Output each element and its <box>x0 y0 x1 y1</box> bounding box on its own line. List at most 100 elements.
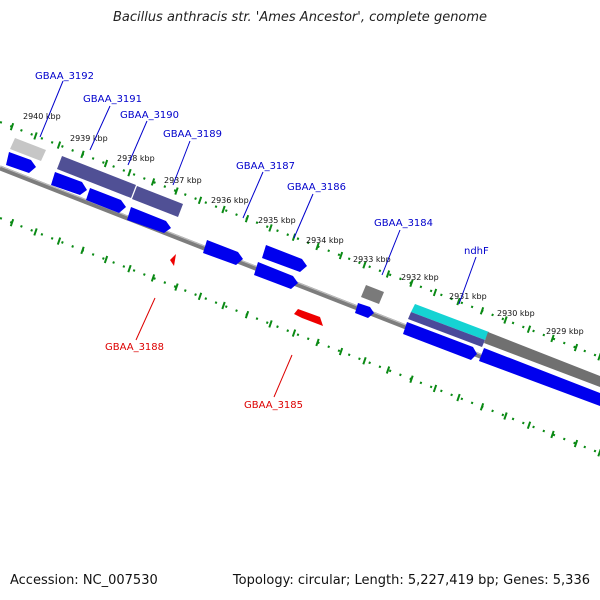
major-tick <box>503 412 508 420</box>
kbp-label: 2931 kbp <box>449 292 487 301</box>
major-tick <box>221 301 226 310</box>
major-tick <box>197 196 203 205</box>
major-tick <box>268 320 273 328</box>
major-tick <box>221 205 226 214</box>
major-tick <box>80 246 85 255</box>
kbp-label: 2939 kbp <box>70 134 108 143</box>
kbp-label: 2937 kbp <box>164 176 202 185</box>
major-tick <box>550 430 555 439</box>
major-tick <box>315 242 320 251</box>
kbp-label: 2932 kbp <box>401 273 439 282</box>
major-tick <box>456 297 461 306</box>
major-tick <box>56 237 62 245</box>
cds-gbaa-3184 <box>355 303 374 318</box>
cds-gbaa-3190 <box>86 188 126 213</box>
band-gbaa-3191 <box>57 156 136 198</box>
kbp-label: 2929 kbp <box>546 327 584 336</box>
major-tick <box>103 255 109 264</box>
cds-gbaa-3187 <box>203 240 243 265</box>
gene-label: GBAA_3189 <box>163 129 222 140</box>
cds-gbaa-3185 <box>294 309 323 326</box>
major-tick <box>503 316 508 324</box>
major-tick <box>33 228 38 236</box>
kbp-label: 2930 kbp <box>497 309 535 318</box>
major-tick <box>362 260 367 269</box>
major-tick <box>244 214 250 223</box>
cds-gbaa-3192 <box>6 152 36 173</box>
kbp-label: 2933 kbp <box>353 255 391 264</box>
gene-labels-forward: GBAA_3192 GBAA_3191 GBAA_3190 GBAA_3189 … <box>35 71 489 257</box>
major-tick <box>573 439 579 448</box>
major-tick <box>291 329 297 337</box>
major-tick <box>56 141 62 149</box>
major-tick <box>174 187 179 195</box>
major-tick <box>80 150 85 159</box>
cds-gbaa-3186-a <box>262 245 307 272</box>
band-gbaa-3190 <box>132 186 183 217</box>
cds-ndhf <box>403 322 477 360</box>
major-tick <box>409 279 414 288</box>
kbp-label: 2940 kbp <box>23 112 61 121</box>
major-tick <box>362 356 367 365</box>
major-tick <box>385 366 391 374</box>
cds-gbaa-3188 <box>170 254 176 266</box>
major-tick <box>197 292 203 301</box>
map-title: Bacillus anthracis str. 'Ames Ancestor',… <box>112 10 488 25</box>
gene-bands <box>10 138 600 387</box>
major-tick <box>150 178 156 186</box>
major-tick <box>526 421 532 430</box>
kbp-label: 2936 kbp <box>211 196 249 205</box>
band-gbaa-3184 <box>361 285 384 304</box>
gene-label: GBAA_3188 <box>105 342 164 353</box>
gene-label: GBAA_3192 <box>35 71 94 82</box>
cds-forward <box>6 152 600 406</box>
tick-track-outer <box>0 120 600 359</box>
gene-label: GBAA_3186 <box>287 182 346 193</box>
cds-gbaa-3191 <box>51 172 87 195</box>
band-ndhf <box>411 304 489 340</box>
major-tick <box>268 224 273 232</box>
major-tick <box>338 347 344 356</box>
gene-label: GBAA_3184 <box>374 218 433 229</box>
kbp-labels: 2940 kbp 2939 kbp 2938 kbp 2937 kbp 2936… <box>23 112 584 336</box>
accession-text: Accession: NC_007530 <box>10 573 158 588</box>
band-ndhf-lower <box>408 312 485 347</box>
major-tick <box>432 288 438 297</box>
major-tick <box>479 402 485 411</box>
major-tick <box>9 122 15 131</box>
major-tick <box>526 325 532 334</box>
major-tick <box>550 334 555 343</box>
major-tick <box>150 274 156 282</box>
kbp-label: 2934 kbp <box>306 236 344 245</box>
major-tick <box>174 283 179 291</box>
band-right <box>484 332 600 387</box>
gene-label: GBAA_3187 <box>236 161 295 172</box>
tick-track-inner <box>0 216 600 455</box>
leader-lines <box>39 80 477 398</box>
cds-reverse <box>170 254 323 326</box>
kbp-label: 2935 kbp <box>258 216 296 225</box>
major-tick <box>385 270 391 278</box>
major-tick <box>573 343 579 352</box>
major-ticks <box>9 122 600 457</box>
summary-text: Topology: circular; Length: 5,227,419 bp… <box>232 573 590 588</box>
major-tick <box>432 384 438 393</box>
kbp-label: 2938 kbp <box>117 154 155 163</box>
cds-right <box>479 348 600 406</box>
gene-label: GBAA_3191 <box>83 94 142 105</box>
major-tick <box>338 251 344 260</box>
major-tick <box>409 375 414 384</box>
major-tick <box>315 338 320 347</box>
major-tick <box>479 306 485 315</box>
cds-gbaa-3186-b <box>254 262 298 289</box>
major-tick <box>456 393 461 402</box>
major-tick <box>127 264 132 273</box>
gene-label: GBAA_3190 <box>120 110 179 121</box>
band-gbaa-3192 <box>10 138 46 161</box>
gene-label: ndhF <box>464 246 489 257</box>
gene-labels-reverse: GBAA_3188 GBAA_3185 <box>105 342 303 411</box>
major-tick <box>244 310 250 319</box>
major-tick <box>103 159 109 168</box>
major-tick <box>33 132 38 140</box>
